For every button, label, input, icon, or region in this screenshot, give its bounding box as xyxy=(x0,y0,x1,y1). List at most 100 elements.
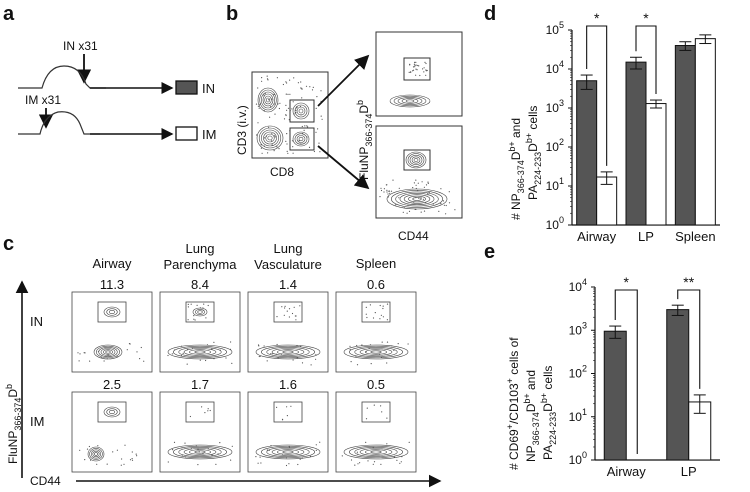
scatter-dot xyxy=(126,349,128,351)
scatter-dot xyxy=(427,181,429,183)
flow-plot-cell xyxy=(71,391,153,473)
scatter-dot xyxy=(309,455,312,457)
scatter-dot xyxy=(381,341,383,343)
scatter-dot xyxy=(258,355,260,358)
scatter-dot xyxy=(120,464,122,466)
np-gate-upper xyxy=(403,57,431,81)
y-tick-label: 102 xyxy=(546,137,564,154)
y-tick-label: 100 xyxy=(569,450,587,467)
scatter-dot xyxy=(386,341,389,343)
iv-negative-np-plot xyxy=(375,125,463,219)
contour-cd8 xyxy=(282,350,294,354)
scatter-dot xyxy=(213,358,215,360)
scatter-dot xyxy=(413,202,415,204)
scatter-dot xyxy=(291,140,294,142)
scatter-dot xyxy=(387,193,389,195)
scatter-dot xyxy=(287,93,289,95)
gate-percent: 1.4 xyxy=(279,277,297,292)
scatter-dot xyxy=(257,105,259,107)
scatter-dot xyxy=(299,458,301,460)
scatter-dot xyxy=(300,143,302,145)
scatter-dot xyxy=(379,304,381,307)
scatter-dot xyxy=(414,64,416,66)
scatter-dot xyxy=(268,99,270,101)
scatter-dot xyxy=(407,343,409,345)
scatter-dot xyxy=(136,351,138,353)
scatter-dot xyxy=(380,356,382,358)
np-gate-lower xyxy=(403,149,431,171)
contour-gate xyxy=(106,408,118,416)
scatter-dot xyxy=(285,81,287,83)
contour-cd8 xyxy=(282,450,294,454)
scatter-dot xyxy=(295,109,297,111)
bar xyxy=(645,103,667,226)
scatter-dot xyxy=(199,359,201,361)
scatter-dot xyxy=(380,314,382,316)
scatter-dot xyxy=(422,68,424,70)
significance-marker: ** xyxy=(683,274,694,290)
scatter-dot xyxy=(104,348,106,350)
contour-cd8 xyxy=(266,446,310,457)
scatter-dot xyxy=(131,451,133,453)
scatter-dot xyxy=(427,192,429,194)
scatter-dot xyxy=(301,457,303,459)
scatter-dot xyxy=(207,447,209,449)
scatter-dot xyxy=(199,307,202,309)
scatter-dot xyxy=(260,462,262,464)
scatter-dot xyxy=(286,310,288,312)
np-gate xyxy=(97,401,127,423)
scatter-dot xyxy=(263,145,265,147)
x-category-label: Airway xyxy=(607,464,647,479)
scatter-dot xyxy=(424,61,426,64)
x-category-label: Airway xyxy=(577,229,617,244)
scatter-dot xyxy=(428,192,430,194)
scatter-dot xyxy=(359,462,361,464)
contour-cd8 xyxy=(92,450,100,458)
scatter-dot xyxy=(213,341,215,343)
scatter-dot xyxy=(415,61,417,64)
scatter-dot xyxy=(136,455,138,457)
scatter-dot xyxy=(356,364,359,366)
scatter-dot xyxy=(313,150,315,153)
scatter-dot xyxy=(258,104,261,106)
contour-cd8 xyxy=(354,346,398,357)
scatter-dot xyxy=(296,106,298,108)
scatter-dot xyxy=(260,147,262,149)
scatter-dot xyxy=(207,304,209,307)
contour-gate xyxy=(103,306,121,318)
scatter-dot xyxy=(285,104,287,106)
scatter-dot xyxy=(382,316,384,318)
scatter-dot xyxy=(273,93,275,96)
column-header-2: Vasculature xyxy=(254,257,322,272)
significance-bracket xyxy=(677,289,701,389)
contour-lower-cd44 xyxy=(390,190,443,208)
scatter-dot xyxy=(373,461,376,463)
contour-cd8 xyxy=(271,348,305,356)
mouse-outline-im xyxy=(18,111,100,135)
scatter-dot xyxy=(173,441,176,443)
scatter-dot xyxy=(295,315,297,317)
scatter-dot xyxy=(89,360,91,362)
contour-cd8-iv-pos xyxy=(292,102,310,120)
cd8-axis-label: CD8 xyxy=(270,165,294,179)
scatter-dot xyxy=(386,443,388,445)
panel-label-e: e xyxy=(484,241,495,263)
scatter-dot xyxy=(167,461,169,463)
im-dose-label: IM x31 xyxy=(25,93,61,107)
scatter-dot xyxy=(417,182,419,184)
scatter-dot xyxy=(193,315,195,317)
scatter-dot xyxy=(88,445,90,448)
contour-gate xyxy=(103,406,121,418)
flow-plot-cell xyxy=(247,291,329,373)
scatter-dot xyxy=(271,133,273,135)
cd3-cd8-contours xyxy=(255,75,323,154)
scatter-dot xyxy=(273,103,275,105)
scatter-dot xyxy=(355,356,357,358)
scatter-dot xyxy=(296,357,298,359)
np-gate xyxy=(361,301,391,323)
scatter-dot xyxy=(398,187,400,189)
contour-cd8 xyxy=(103,349,114,355)
scatter-dot xyxy=(263,137,266,139)
contour-cd8 xyxy=(178,446,222,457)
scatter-dot xyxy=(129,459,132,461)
